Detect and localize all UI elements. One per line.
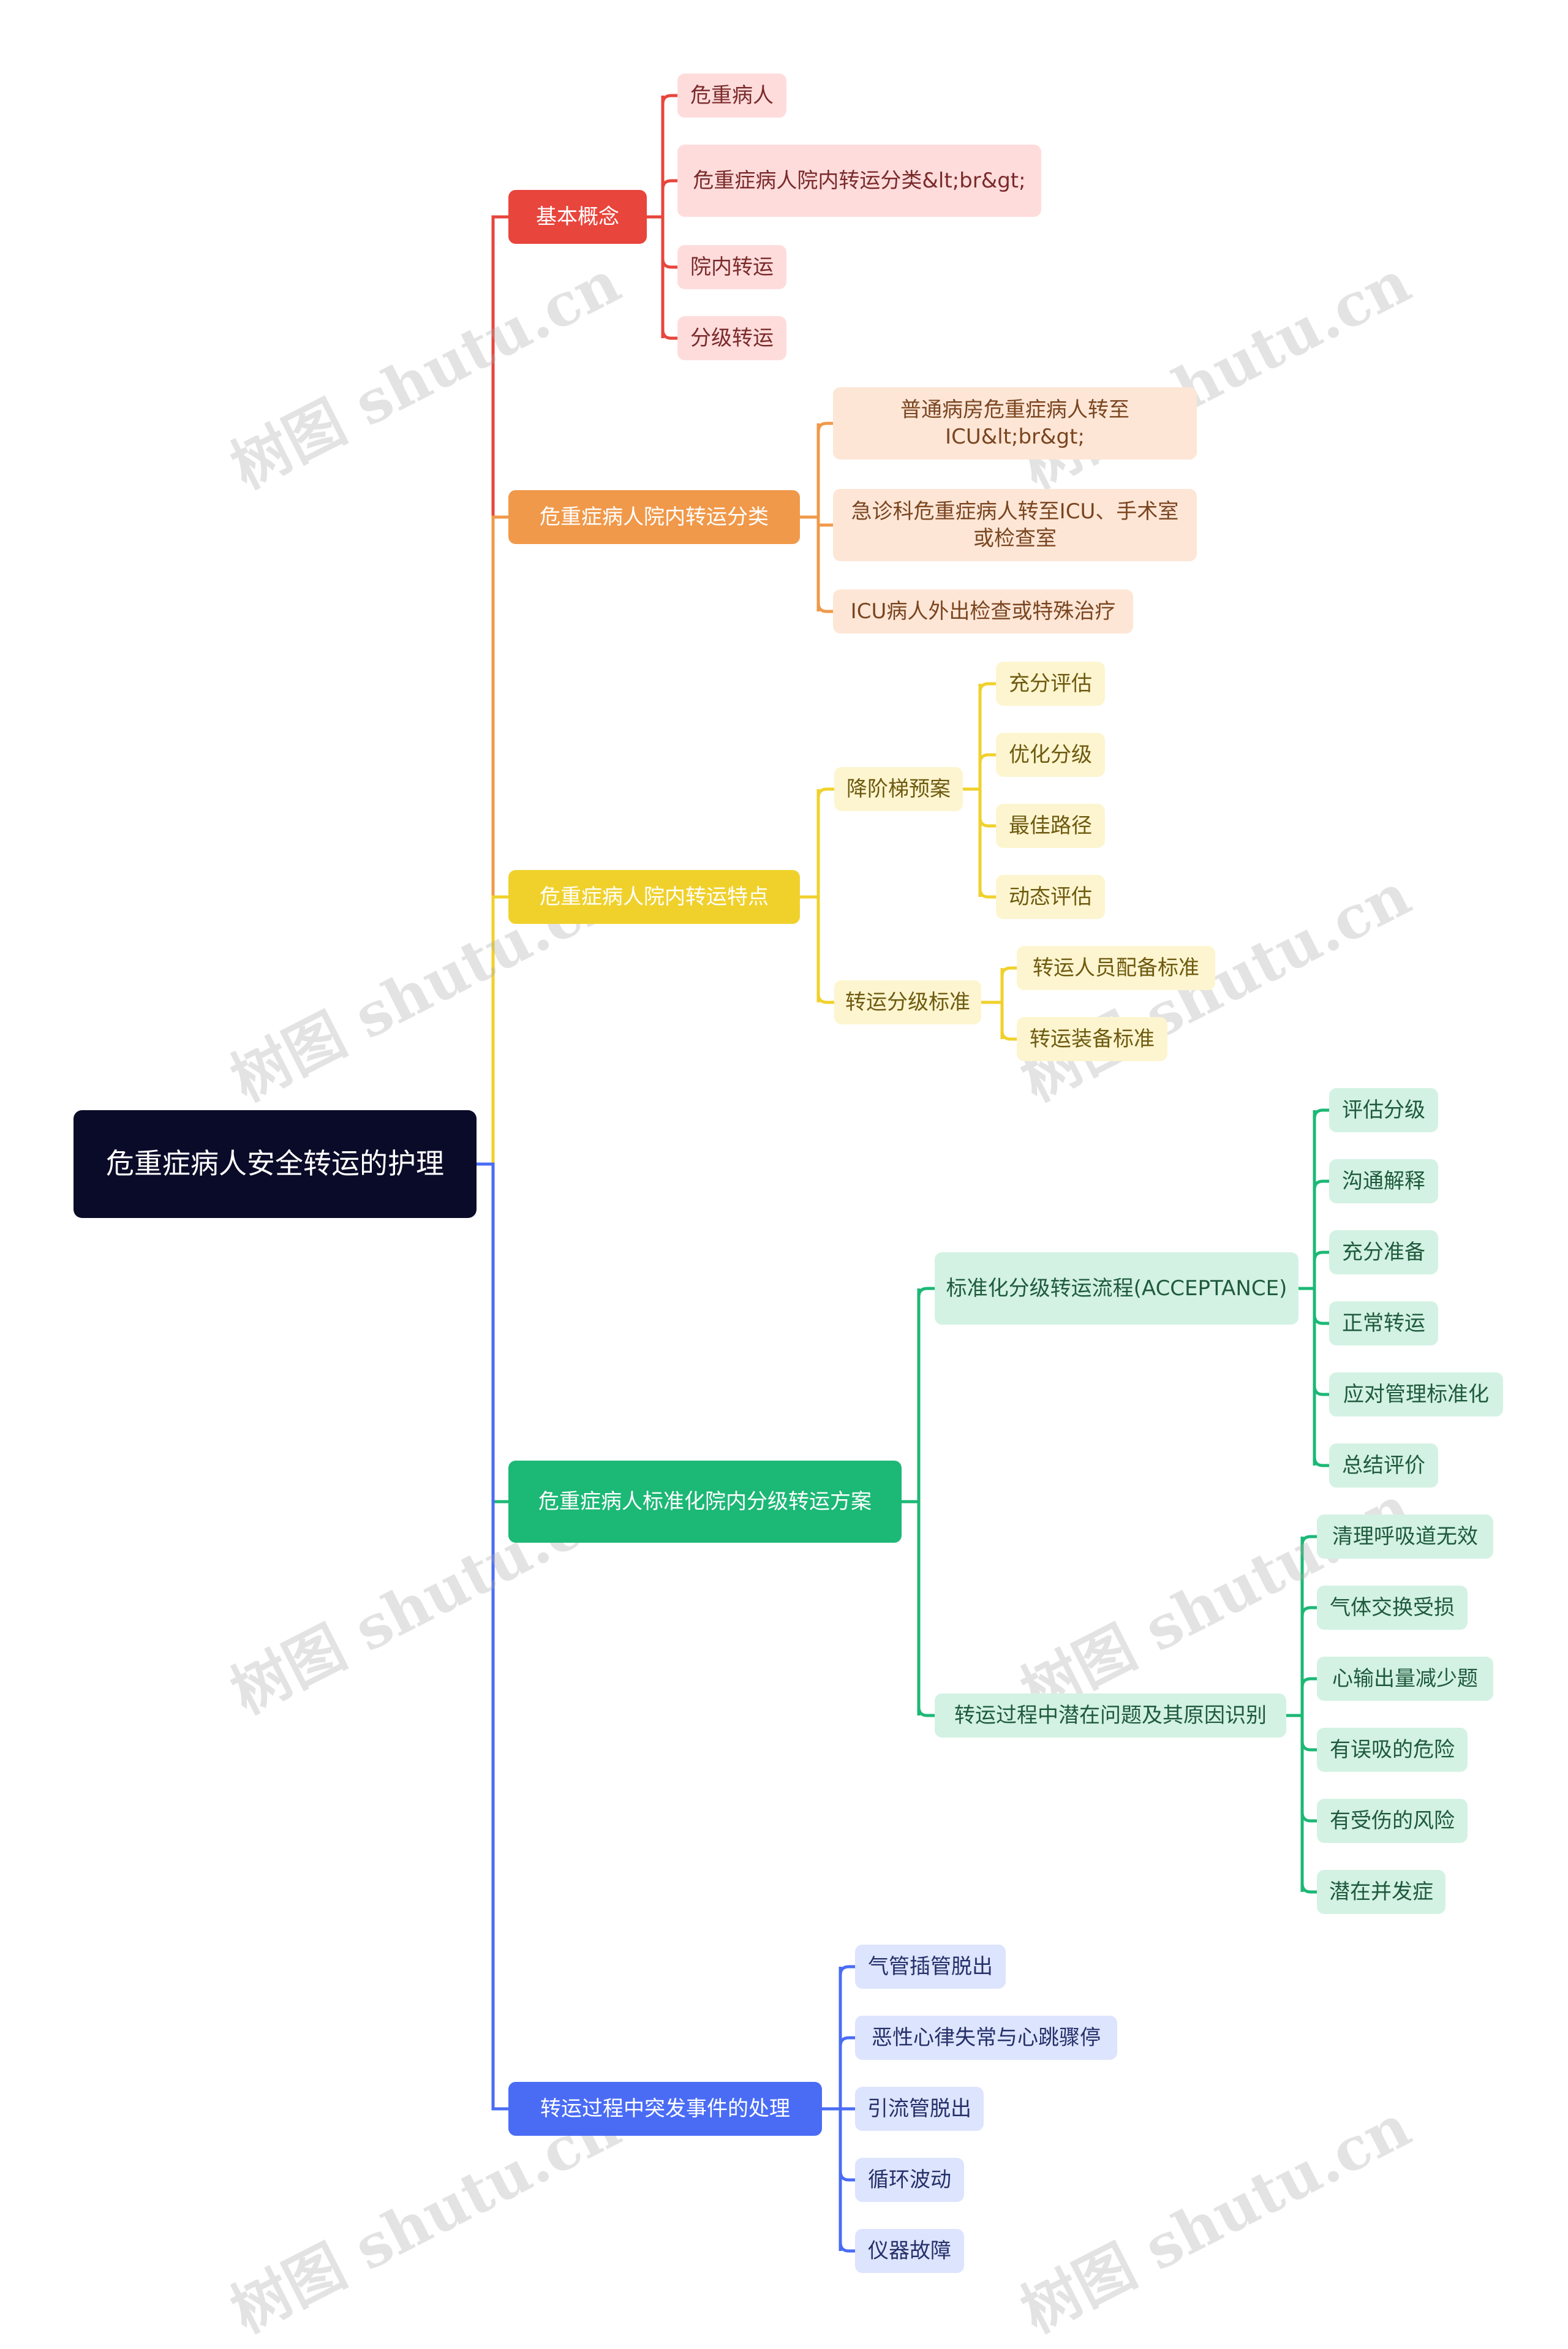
sub-node-grading-standard[interactable]: 转运分级标准 [834, 980, 981, 1024]
leaf-node[interactable]: 动态评估 [996, 875, 1105, 919]
leaf-node[interactable]: 总结评价 [1329, 1443, 1438, 1488]
sub-node-problem-identification[interactable]: 转运过程中潜在问题及其原因识别 [935, 1693, 1286, 1738]
leaf-node[interactable]: 急诊科危重症病人转至ICU、手术室或检查室 [833, 489, 1197, 561]
branch-node-transfer-features[interactable]: 危重症病人院内转运特点 [508, 870, 800, 924]
branch-node-transfer-classification[interactable]: 危重症病人院内转运分类 [508, 490, 800, 544]
leaf-node[interactable]: 转运装备标准 [1017, 1017, 1167, 1061]
root-node[interactable]: 危重症病人安全转运的护理 [74, 1110, 477, 1218]
leaf-node[interactable]: 有误吸的危险 [1317, 1728, 1468, 1772]
leaf-node[interactable]: 危重病人 [677, 74, 786, 118]
leaf-node[interactable]: 恶性心律失常与心跳骤停 [855, 2016, 1117, 2060]
leaf-node[interactable]: 转运人员配备标准 [1017, 946, 1215, 990]
leaf-node[interactable]: 循环波动 [855, 2158, 964, 2202]
leaf-node[interactable]: 充分准备 [1329, 1230, 1438, 1274]
connector-group [822, 1965, 855, 2253]
connector-group [647, 94, 677, 340]
branch-node-standardized-plan[interactable]: 危重症病人标准化院内分级转运方案 [508, 1461, 902, 1543]
connector-group [1286, 1535, 1317, 1894]
branch-node-emergency-handling[interactable]: 转运过程中突发事件的处理 [508, 2082, 822, 2136]
connector-group [981, 966, 1017, 1041]
leaf-node[interactable]: 气体交换受损 [1317, 1586, 1468, 1630]
leaf-node[interactable]: ICU病人外出检查或特殊治疗 [833, 589, 1133, 634]
branch-node-basic-concepts[interactable]: 基本概念 [508, 190, 647, 244]
connector-group [963, 682, 996, 899]
leaf-node[interactable]: 潜在并发症 [1317, 1870, 1446, 1914]
leaf-node[interactable]: 气管插管脱出 [855, 1945, 1006, 1989]
leaf-node[interactable]: 院内转运 [677, 245, 786, 289]
connector-group [800, 787, 834, 1004]
connector-group [902, 1287, 935, 1717]
root-connector [477, 1162, 508, 2111]
leaf-node[interactable]: 充分评估 [996, 662, 1105, 706]
leaf-node[interactable]: 清理呼吸道无效 [1317, 1515, 1493, 1559]
leaf-node[interactable]: 优化分级 [996, 733, 1105, 777]
leaf-node[interactable]: 引流管脱出 [855, 2087, 984, 2131]
leaf-node[interactable]: 应对管理标准化 [1329, 1372, 1503, 1417]
leaf-node[interactable]: 心输出量减少题 [1317, 1657, 1493, 1701]
leaf-node[interactable]: 评估分级 [1329, 1088, 1438, 1132]
leaf-node[interactable]: 仪器故障 [855, 2229, 964, 2273]
connector-group [800, 422, 833, 613]
leaf-node[interactable]: 分级转运 [677, 316, 786, 360]
connector-group [1298, 1108, 1329, 1467]
leaf-node[interactable]: 最佳路径 [996, 804, 1105, 848]
leaf-node[interactable]: 正常转运 [1329, 1301, 1438, 1345]
leaf-node[interactable]: 危重症病人院内转运分类&lt;br&gt; [677, 145, 1041, 217]
leaf-node[interactable]: 沟通解释 [1329, 1159, 1438, 1203]
leaf-node[interactable]: 有受伤的风险 [1317, 1799, 1468, 1843]
sub-node-acceptance-process[interactable]: 标准化分级转运流程(ACCEPTANCE) [935, 1252, 1298, 1325]
leaf-node[interactable]: 普通病房危重症病人转至ICU&lt;br&gt; [833, 387, 1197, 460]
sub-node-step-down-plan[interactable]: 降阶梯预案 [834, 767, 963, 811]
